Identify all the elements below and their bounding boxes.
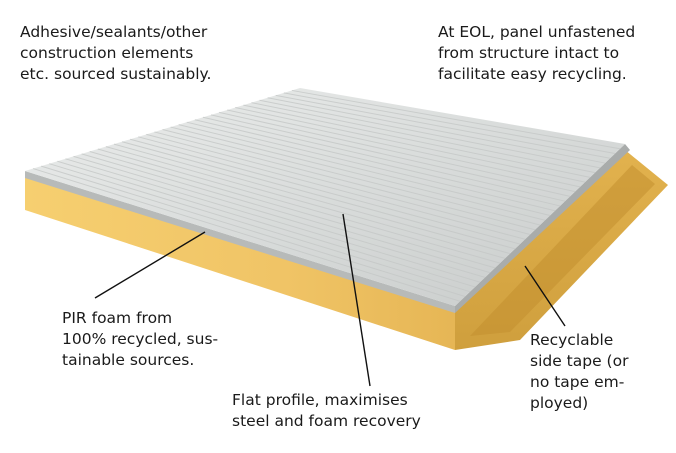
panel-top-ribs	[32, 89, 621, 302]
callout-side-tape: Recyclable side tape (or no tape em- plo…	[530, 330, 628, 414]
panel-rib-line	[41, 165, 466, 297]
panel-rib-line	[162, 129, 541, 226]
panel-rib-line	[57, 160, 476, 288]
callout-pir-line-3: tainable sources.	[62, 351, 195, 369]
panel-rib-line	[275, 94, 611, 159]
panel-rib-line	[283, 92, 616, 155]
panel-rib-line	[291, 89, 621, 150]
panel-rib-line	[210, 114, 571, 197]
panel-rib-line	[178, 124, 551, 216]
panel-rib-line	[186, 121, 556, 212]
leader-line-side-tape	[524, 265, 566, 327]
panel-rib-line	[49, 163, 471, 293]
callout-pir-line-2: 100% recycled, sus-	[62, 330, 219, 348]
callout-end-of-life: At EOL, panel unfastened from structure …	[438, 22, 635, 85]
callout-tape-line-4: ployed)	[530, 394, 589, 412]
panel-rib-line	[32, 168, 461, 302]
callout-tape-line-3: no tape em-	[530, 373, 625, 391]
panel-front-steel-edge	[25, 171, 455, 313]
panel-side-joint	[470, 165, 655, 336]
callout-flat-line-1: Flat profile, maximises	[232, 391, 408, 409]
callout-eol-line-3: facilitate easy recycling.	[438, 65, 627, 83]
panel-rib-line	[146, 133, 531, 236]
panel-rib-line	[105, 146, 506, 259]
panel-rib-line	[227, 109, 581, 188]
callout-adhesive-sealants: Adhesive/sealants/other construction ele…	[20, 22, 211, 85]
panel-rib-line	[235, 107, 586, 183]
leader-line-flat-profile	[342, 213, 371, 387]
panel-rib-line	[130, 138, 521, 245]
panel-rib-line	[202, 116, 566, 202]
leader-lines	[94, 213, 566, 387]
callout-flat-line-2: steel and foam recovery	[232, 412, 421, 430]
callout-adhesive-line-3: etc. sourced sustainably.	[20, 65, 212, 83]
panel-rib-line	[194, 119, 561, 207]
callout-adhesive-line-1: Adhesive/sealants/other	[20, 23, 208, 41]
panel-rib-line	[89, 150, 496, 269]
panel-rib-line	[97, 148, 501, 264]
panel-side-steel-edge	[455, 144, 630, 313]
panel-rib-line	[154, 131, 536, 231]
callout-tape-line-2: side tape (or	[530, 352, 629, 370]
leader-line-pir-foam	[94, 231, 206, 299]
panel-rib-line	[219, 111, 576, 193]
callout-adhesive-line-2: construction elements	[20, 44, 194, 62]
callout-pir-line-1: PIR foam from	[62, 309, 173, 327]
panel-rib-line	[138, 136, 526, 240]
callout-eol-line-1: At EOL, panel unfastened	[438, 23, 636, 41]
callout-flat-profile: Flat profile, maximises steel and foam r…	[232, 390, 421, 432]
callout-pir-foam: PIR foam from 100% recycled, sus- tainab…	[62, 308, 218, 371]
callout-eol-line-2: from structure intact to	[438, 44, 620, 62]
panel-rib-line	[170, 126, 546, 221]
panel-rib-line	[267, 97, 606, 164]
panel-rib-line	[243, 104, 591, 178]
panel-rib-line	[73, 155, 486, 278]
panel-rib-line	[81, 153, 491, 274]
panel-rib-line	[121, 141, 516, 250]
panel-foam-front-face	[25, 176, 455, 350]
panel-rib-line	[113, 143, 511, 255]
panel-rib-line	[251, 102, 596, 174]
panel-rib-line	[65, 158, 481, 283]
callout-tape-line-1: Recyclable	[530, 331, 614, 349]
panel-rib-line	[259, 99, 601, 169]
